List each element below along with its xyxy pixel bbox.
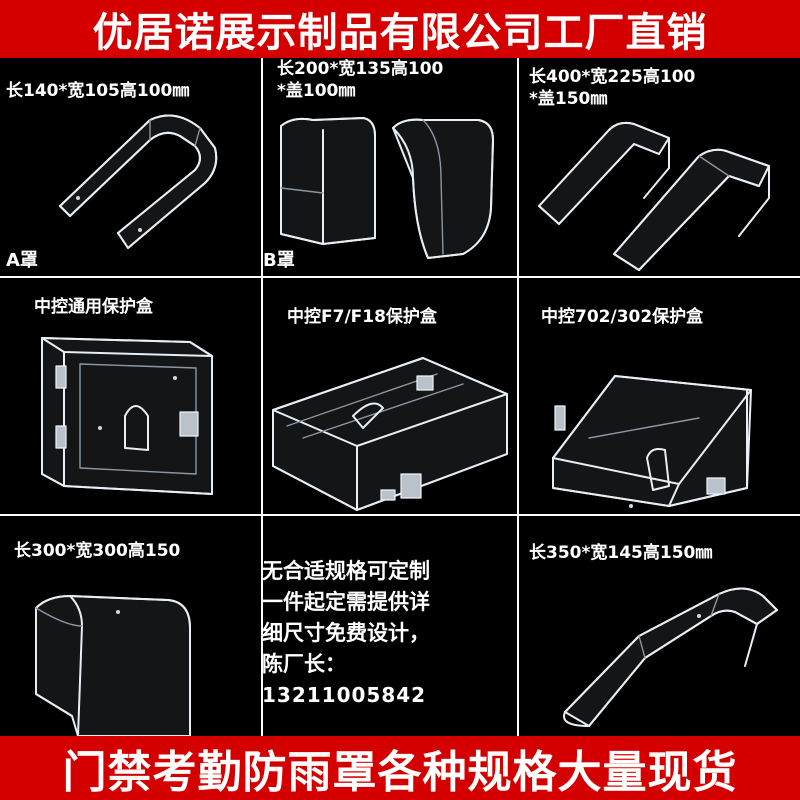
a-cover-tag: A罩	[6, 250, 38, 271]
product-cell-zk-702-box[interactable]: 中控702/302保护盒	[519, 278, 800, 514]
large-cover-image	[538, 121, 770, 271]
large-cover-size-line1: 长400*宽225高100	[529, 67, 696, 87]
zk-f7-box-title: 中控F7/F18保护盒	[287, 307, 437, 327]
product-cell-zk-general-box[interactable]: 中控通用保护盒	[0, 278, 261, 514]
b-cover-image	[280, 117, 494, 259]
zk-f7-box-image	[272, 357, 508, 511]
large-cover-size-line2: *盖150㎜	[529, 89, 608, 109]
product-cell-a-cover[interactable]: 长140*宽105高100㎜ A罩	[0, 58, 261, 276]
product-cell-zk-f7-box[interactable]: 中控F7/F18保护盒	[263, 278, 517, 514]
cover-300-size: 长300*宽300高150	[14, 541, 181, 561]
b-cover-size-line1: 长200*宽135高100	[277, 59, 444, 79]
zk-702-box-title: 中控702/302保护盒	[541, 307, 704, 327]
product-cell-b-cover[interactable]: 长200*宽135高100 *盖100㎜ B罩	[263, 58, 517, 276]
product-grid: 长140*宽105高100㎜ A罩 长200*宽135高100 *盖100㎜	[0, 58, 800, 736]
a-cover-size: 长140*宽105高100㎜	[6, 81, 190, 101]
product-cell-large-cover[interactable]: 长400*宽225高100 *盖150㎜	[519, 58, 800, 276]
custom-info-line4: 陈厂长：	[262, 652, 346, 676]
zk-702-box-image	[552, 375, 752, 508]
footer-title: 门禁考勤防雨罩各种规格大量现货	[62, 747, 738, 798]
footer-banner: 门禁考勤防雨罩各种规格大量现货	[0, 736, 800, 800]
a-cover-image	[59, 114, 218, 249]
product-cell-cover-300[interactable]: 长300*宽300高150	[0, 516, 261, 736]
cover-350-size: 长350*宽145高150㎜	[529, 543, 713, 563]
b-cover-size-line2: *盖100㎜	[277, 81, 356, 101]
header-banner: 优居诺展示制品有限公司工厂直销	[0, 0, 800, 58]
header-title: 优居诺展示制品有限公司工厂直销	[92, 10, 708, 56]
b-cover-tag: B罩	[263, 250, 295, 271]
custom-info-line3: 细尺寸免费设计，	[262, 621, 430, 645]
contact-phone[interactable]: 13211005842	[262, 683, 427, 707]
cover-350-image	[563, 587, 778, 727]
custom-info-line2: 一件起定需提供详	[262, 590, 430, 614]
product-cell-cover-350[interactable]: 长350*宽145高150㎜	[519, 516, 800, 736]
custom-info-block: 无合适规格可定制 一件起定需提供详 细尺寸免费设计， 陈厂长： 13211005…	[262, 556, 522, 711]
zk-general-box-title: 中控通用保护盒	[34, 297, 153, 317]
zk-general-box-image	[41, 337, 213, 495]
cover-300-image	[35, 595, 191, 736]
custom-info-line1: 无合适规格可定制	[262, 559, 430, 583]
product-cell-custom-info	[263, 516, 517, 736]
